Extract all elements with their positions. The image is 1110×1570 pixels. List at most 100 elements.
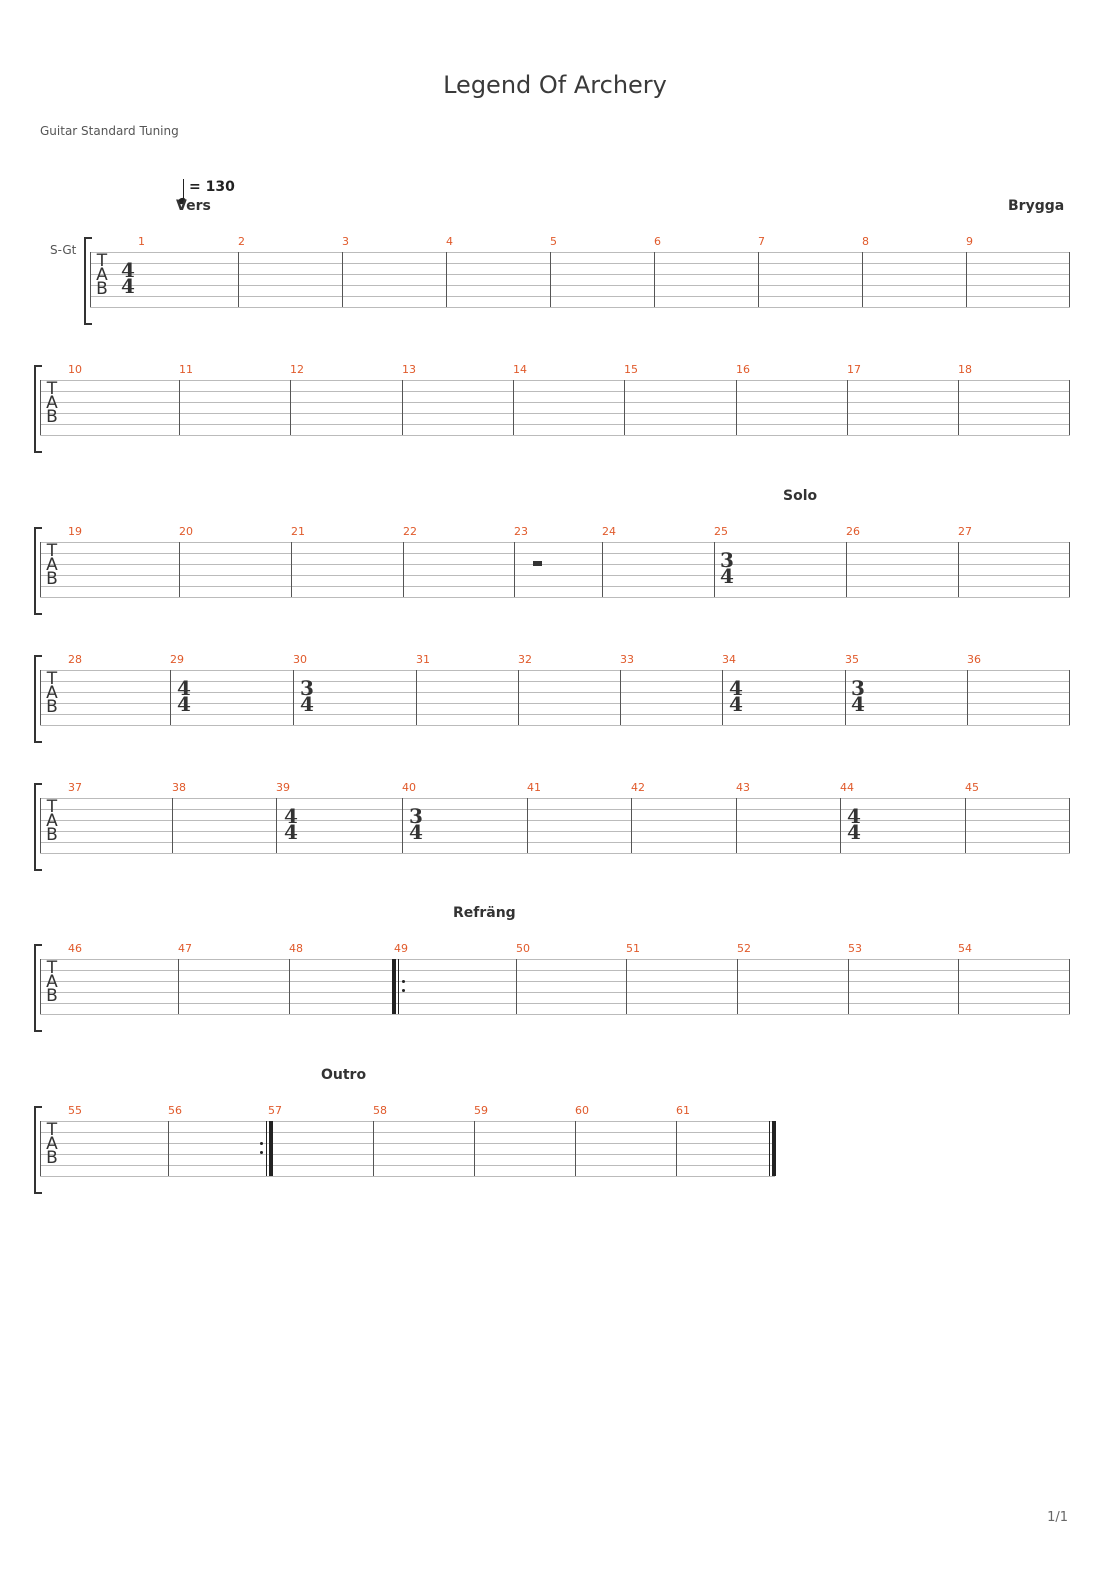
tab-clef-letter: T (96, 251, 108, 271)
staff-line (40, 703, 1070, 704)
repeat-dot (402, 980, 405, 983)
staff-line (40, 981, 1070, 982)
tab-clef-letter: A (46, 393, 58, 413)
measure-number: 42 (631, 781, 645, 794)
time-signature-denominator: 4 (300, 692, 314, 716)
tab-clef-letter: T (46, 958, 58, 978)
barline (1069, 959, 1070, 1014)
barline (631, 798, 632, 853)
barline (518, 670, 519, 725)
measure-number: 34 (722, 653, 736, 666)
time-signature-denominator: 4 (177, 692, 191, 716)
tab-clef-letter: T (46, 379, 58, 399)
barline (550, 252, 551, 307)
measure-number: 49 (394, 942, 408, 955)
barline (620, 670, 621, 725)
tuning-label: Guitar Standard Tuning (40, 124, 179, 138)
measure-number: 50 (516, 942, 530, 955)
tempo-value: = 130 (189, 179, 235, 195)
time-signature-denominator: 4 (720, 564, 734, 588)
measure-number: 30 (293, 653, 307, 666)
barline (654, 252, 655, 307)
barline (736, 798, 737, 853)
measure-number: 61 (676, 1104, 690, 1117)
measure-number: 10 (68, 363, 82, 376)
measure-number: 7 (758, 235, 765, 248)
staff-line (40, 1165, 775, 1166)
tab-clef-letter: B (46, 697, 58, 717)
measure-number: 46 (68, 942, 82, 955)
barline (513, 380, 514, 435)
barline (178, 959, 179, 1014)
tab-clef-letter: A (46, 811, 58, 831)
measure-number: 40 (402, 781, 416, 794)
measure-number: 18 (958, 363, 972, 376)
measure-number: 9 (966, 235, 973, 248)
barline (958, 542, 959, 597)
section-marker: Vers (176, 198, 211, 214)
staff-line (90, 263, 1070, 264)
barline (179, 542, 180, 597)
time-signature-denominator: 4 (409, 820, 423, 844)
staff-line (40, 586, 1070, 587)
staff-line (40, 692, 1070, 693)
measure-number: 25 (714, 525, 728, 538)
time-signature-denominator: 4 (284, 820, 298, 844)
staff-line (40, 380, 1070, 381)
measure-number: 38 (172, 781, 186, 794)
measure-number: 6 (654, 235, 661, 248)
measure-number: 35 (845, 653, 859, 666)
measure-number: 47 (178, 942, 192, 955)
staff-line (40, 681, 1070, 682)
system-bracket (34, 655, 42, 743)
quarter-note-icon (183, 179, 184, 203)
system-start-line (90, 252, 91, 307)
measure-number: 58 (373, 1104, 387, 1117)
staff-line (40, 1143, 775, 1144)
barline (289, 959, 290, 1014)
barline (848, 959, 849, 1014)
barline (403, 542, 404, 597)
barline (290, 380, 291, 435)
measure-number: 31 (416, 653, 430, 666)
measure-number: 13 (402, 363, 416, 376)
measure-number: 44 (840, 781, 854, 794)
time-signature-denominator: 4 (847, 820, 861, 844)
staff-line (40, 424, 1070, 425)
staff-line (90, 296, 1070, 297)
barline (516, 959, 517, 1014)
staff-line (40, 725, 1070, 726)
staff-line (40, 842, 1070, 843)
system-bracket (34, 1106, 42, 1194)
barline (676, 1121, 677, 1176)
staff-line (40, 1121, 775, 1122)
measure-number: 57 (268, 1104, 282, 1117)
measure-number: 39 (276, 781, 290, 794)
repeat-end-thin (266, 1121, 267, 1176)
measure-number: 21 (291, 525, 305, 538)
staff-line (40, 970, 1070, 971)
barline (238, 252, 239, 307)
measure-number: 5 (550, 235, 557, 248)
tab-clef-letter: B (46, 407, 58, 427)
time-signature-numerator: 4 (847, 804, 861, 828)
staff-line (40, 992, 1070, 993)
barline (514, 542, 515, 597)
barline (840, 798, 841, 853)
time-signature-denominator: 4 (851, 692, 865, 716)
barline (1069, 252, 1070, 307)
staff-line (40, 1003, 1070, 1004)
tab-clef-letter: B (46, 1148, 58, 1168)
tab-clef-letter: B (46, 569, 58, 589)
barline (845, 670, 846, 725)
barline (958, 959, 959, 1014)
